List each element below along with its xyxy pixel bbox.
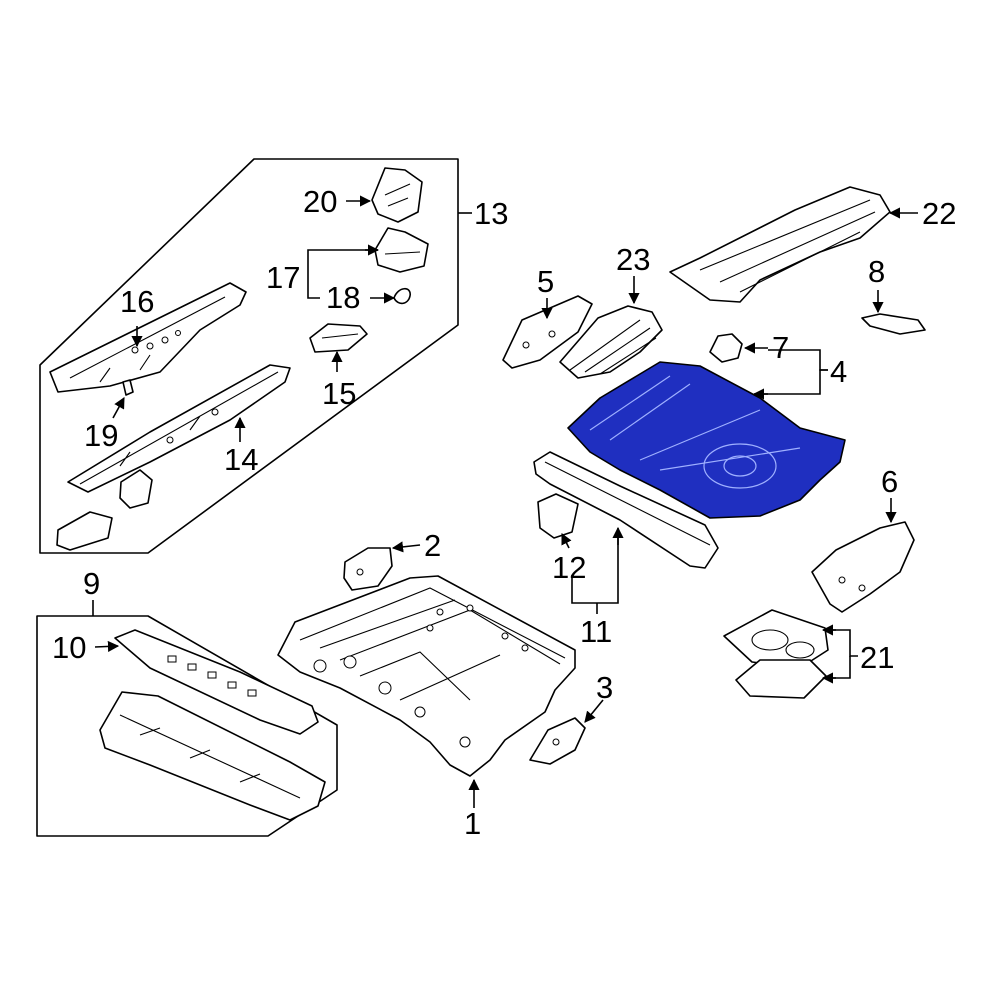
callout-11: 11 — [580, 614, 612, 649]
callout-15: 15 — [322, 376, 356, 411]
part-22-exhaust-heat-shield[interactable] — [669, 186, 891, 303]
part-14-side-member-extension[interactable] — [67, 364, 291, 493]
callout-23: 23 — [616, 242, 650, 277]
callout-10: 10 — [52, 630, 86, 665]
part-19-clip[interactable] — [122, 379, 134, 396]
callout-labels: 1 2 3 4 5 6 7 8 9 10 11 12 13 14 15 16 1… — [52, 184, 956, 841]
group-box-9 — [36, 600, 338, 837]
callout-21: 21 — [860, 640, 894, 675]
callout-7: 7 — [772, 330, 789, 365]
part-15-block[interactable] — [309, 323, 368, 353]
group-box-13 — [39, 158, 472, 554]
callout-13: 13 — [474, 196, 508, 231]
callout-9: 9 — [83, 566, 100, 601]
part-9-crossmember-lower — [99, 691, 326, 821]
callout-16: 16 — [120, 284, 154, 319]
callout-20: 20 — [303, 184, 337, 219]
part-6-bracket[interactable] — [811, 521, 915, 613]
callout-22: 22 — [922, 196, 956, 231]
callout-8: 8 — [868, 254, 885, 289]
part-11-crossmember[interactable] — [533, 451, 719, 569]
leader-lines — [94, 195, 918, 808]
part-7-bracket[interactable] — [709, 333, 743, 363]
callout-2: 2 — [424, 528, 441, 563]
part-17-reinforcement[interactable] — [374, 227, 429, 273]
part-8-bracket[interactable] — [861, 313, 926, 335]
callout-19: 19 — [84, 418, 118, 453]
callout-4: 4 — [830, 354, 847, 389]
callout-18: 18 — [326, 280, 360, 315]
callout-14: 14 — [224, 442, 258, 477]
callout-3: 3 — [596, 670, 613, 705]
part-3-bracket[interactable] — [529, 717, 586, 765]
callout-5: 5 — [537, 264, 554, 299]
callout-1: 1 — [464, 806, 481, 841]
callout-12: 12 — [552, 550, 586, 585]
callout-6: 6 — [881, 464, 898, 499]
part-5-bracket[interactable] — [502, 295, 593, 369]
part-2-bracket[interactable] — [343, 547, 393, 591]
part-12-bracket[interactable] — [537, 493, 579, 539]
bracket-left-1 — [56, 469, 153, 551]
callout-17: 17 — [266, 260, 300, 295]
part-1-rear-floor-pan[interactable] — [277, 575, 576, 777]
part-20-bracket[interactable] — [371, 167, 423, 223]
part-10-crossmember[interactable] — [114, 629, 319, 735]
part-23-heat-shield[interactable] — [559, 305, 663, 379]
part-16-rear-side-member[interactable] — [49, 282, 247, 393]
part-4-rear-floor-highlighted[interactable] — [567, 361, 846, 519]
part-21-plug-cover[interactable] — [723, 609, 829, 699]
part-18-hook[interactable] — [393, 287, 411, 305]
